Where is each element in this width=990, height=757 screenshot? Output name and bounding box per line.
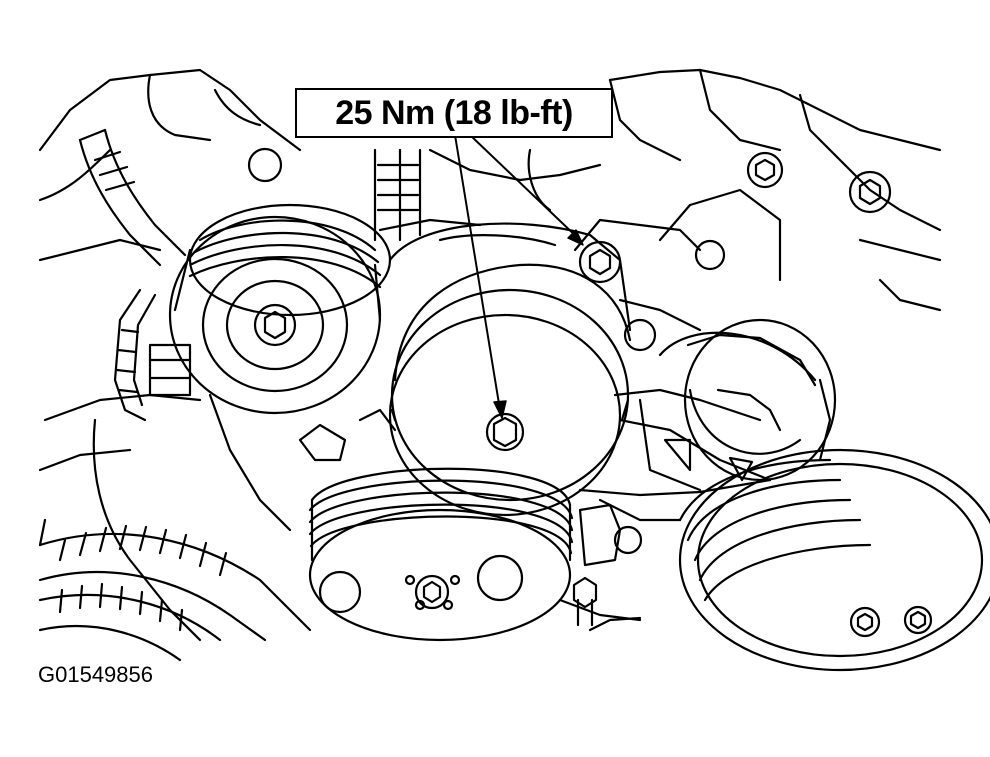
torque-spec-callout: 25 Nm (18 lb-ft)	[295, 88, 613, 138]
lower-pulley	[310, 469, 572, 640]
tensioner-bracket	[575, 190, 780, 495]
tensioner-pulley	[660, 320, 835, 480]
lower-bracket	[300, 410, 641, 630]
upper-idler-pulley	[170, 205, 390, 413]
engine-block-outlines	[40, 70, 940, 640]
torque-leader-lines	[455, 135, 580, 410]
hoses	[40, 130, 420, 660]
right-crank-pulley	[680, 450, 990, 670]
mounting-bolts	[249, 149, 890, 350]
wire-harness-connector	[115, 290, 190, 420]
figure-id-label: G01549856	[38, 662, 153, 687]
torque-label: 25 Nm (18 lb-ft)	[335, 93, 573, 132]
leader-arrowheads	[494, 230, 583, 418]
belt-tensioner	[390, 224, 630, 515]
